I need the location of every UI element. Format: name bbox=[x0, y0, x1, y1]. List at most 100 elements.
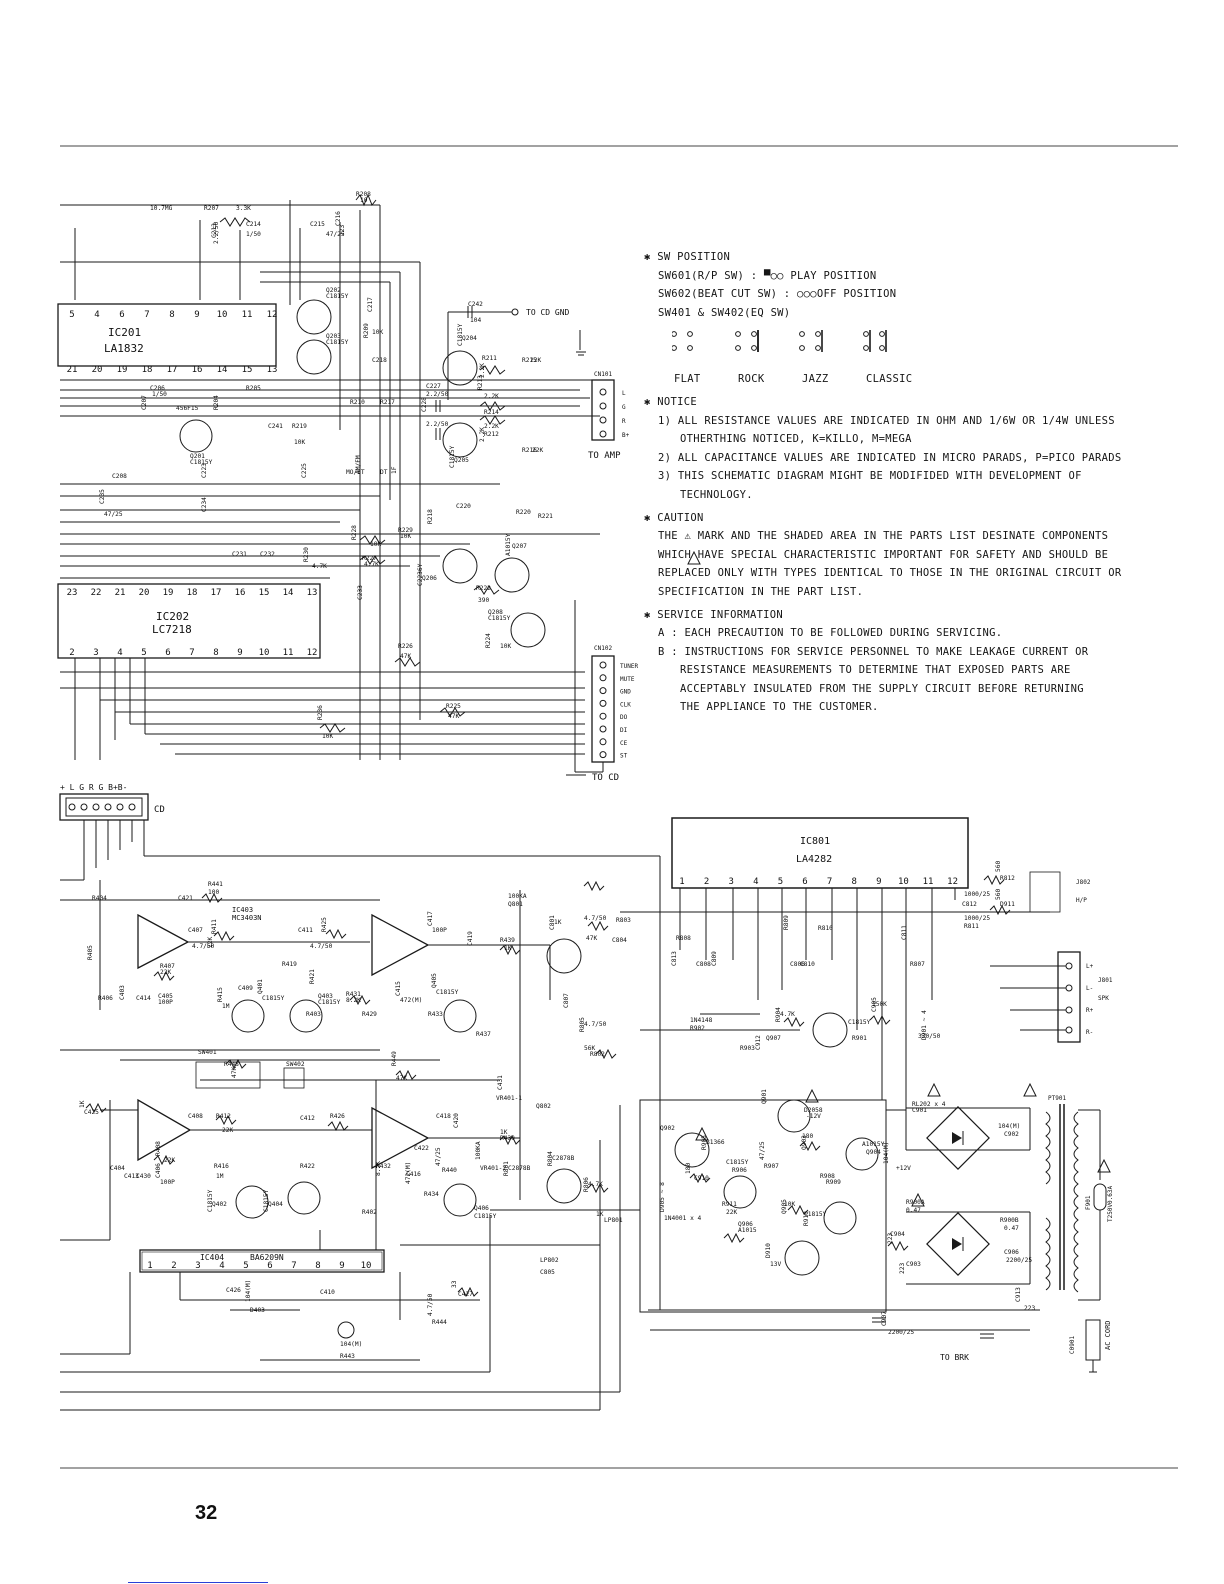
component-label: R910 bbox=[803, 1211, 810, 1226]
component-label: C2878B bbox=[552, 1155, 575, 1162]
footer-link-underline[interactable] bbox=[128, 1582, 268, 1583]
ic404-pin: 9 bbox=[339, 1261, 344, 1271]
component-label: C420 bbox=[453, 1113, 460, 1128]
component-label: C235 bbox=[99, 489, 106, 504]
ic202-pin: 14 bbox=[283, 588, 294, 598]
component-label: C217 bbox=[367, 297, 374, 312]
component-label: 22K bbox=[532, 447, 543, 454]
component-label: 47K bbox=[448, 713, 459, 720]
component-label: C215 bbox=[310, 221, 325, 228]
component-label: R222 bbox=[476, 585, 491, 592]
component-label: R419 bbox=[282, 961, 297, 968]
component-label: 10K bbox=[372, 329, 383, 336]
component-label: 180 bbox=[685, 1163, 692, 1174]
ic201-pin: 21 bbox=[67, 365, 78, 375]
component-label: R226 bbox=[398, 643, 413, 650]
component-label: Q206 bbox=[422, 575, 437, 582]
component-label: MO/ST bbox=[346, 469, 365, 476]
j801-pin-label: L+ bbox=[1086, 963, 1094, 970]
component-label: 4.7/50 bbox=[192, 943, 215, 950]
component-label: R440 bbox=[442, 1167, 457, 1174]
component-label: 10K bbox=[500, 643, 511, 650]
q207-symbol bbox=[494, 557, 530, 593]
component-label: R209 bbox=[363, 323, 370, 338]
eq-switch-contact bbox=[863, 331, 869, 338]
component-label: 10K bbox=[370, 541, 381, 548]
component-label: R218 bbox=[427, 509, 434, 524]
component-label: 560 bbox=[995, 861, 1002, 872]
component-label: RL202 x 4 bbox=[912, 1101, 946, 1108]
component-label: DT bbox=[380, 469, 388, 476]
component-label: C405 bbox=[158, 993, 173, 1000]
ic201-pin: 9 bbox=[194, 310, 199, 320]
transformer-pt901 bbox=[1045, 1104, 1079, 1293]
to-brk: TO BRK bbox=[940, 1353, 969, 1362]
component-label: 100 bbox=[208, 889, 219, 896]
component-label: 22K bbox=[207, 937, 214, 948]
component-label: C1815Y bbox=[190, 459, 213, 466]
cn101-dest: TO AMP bbox=[588, 451, 621, 461]
eq-switch-contact bbox=[687, 345, 693, 352]
ic202-pin: 4 bbox=[117, 648, 122, 658]
cn102-pin-label: TUNER bbox=[620, 663, 638, 670]
component-label: R405 bbox=[87, 945, 94, 960]
q204-symbol bbox=[442, 350, 478, 386]
component-label: C1815Y bbox=[726, 1159, 749, 1166]
component-label: 1N4001 x 4 bbox=[664, 1215, 702, 1222]
component-label: C421 bbox=[178, 895, 193, 902]
component-label: 456F15 bbox=[176, 405, 199, 412]
j802-symbol bbox=[1029, 871, 1061, 913]
component-label: C418 bbox=[436, 1113, 451, 1120]
component-label: 330/50 bbox=[918, 1033, 941, 1040]
component-label: R802 bbox=[590, 1051, 605, 1058]
eq-switch-diagrams bbox=[644, 322, 1184, 370]
component-label: 4.7K bbox=[312, 563, 327, 570]
service-b1: B : INSTRUCTIONS FOR SERVICE PERSONNEL T… bbox=[658, 645, 1089, 658]
component-label: R909 bbox=[826, 1179, 841, 1186]
component-label: R210 bbox=[350, 399, 365, 406]
component-label: A1015Y bbox=[505, 533, 512, 556]
notice-1a: 1) ALL RESISTANCE VALUES ARE INDICATED I… bbox=[658, 414, 1115, 427]
component-label: C913 bbox=[1015, 1287, 1022, 1302]
component-label: 100P bbox=[160, 1179, 175, 1186]
component-label: C414 bbox=[136, 995, 151, 1002]
component-label: C2878B bbox=[508, 1165, 531, 1172]
notice-3a: 3) THIS SCHEMATIC DIAGRAM MIGHT BE MODIF… bbox=[658, 470, 1082, 483]
component-label: R411 bbox=[211, 919, 218, 934]
component-label: R812 bbox=[1000, 875, 1015, 882]
component-label: R425 bbox=[321, 917, 328, 932]
component-label: R900B bbox=[1000, 1217, 1019, 1224]
ic201-pin: 16 bbox=[192, 365, 203, 375]
component-label: C1815Y bbox=[474, 1213, 497, 1220]
component-label: 223 bbox=[887, 1233, 894, 1244]
component-label: 104(M) bbox=[998, 1123, 1020, 1130]
component-label: C407 bbox=[188, 927, 203, 934]
component-label: AM/FM bbox=[355, 455, 362, 474]
component-label: R439 bbox=[500, 937, 515, 944]
component-label: D403 bbox=[250, 1307, 265, 1314]
ic201-pin: 14 bbox=[217, 365, 228, 375]
component-label: 2.2/50 bbox=[426, 421, 449, 428]
component-label: C419 bbox=[467, 931, 474, 946]
component-label: R407 bbox=[160, 963, 175, 970]
component-label: 22K bbox=[530, 357, 541, 364]
component-label: C403 bbox=[119, 985, 126, 1000]
component-label: R403 bbox=[306, 1011, 321, 1018]
component-label: Q901 bbox=[761, 1089, 768, 1104]
cn102-pin-label: DI bbox=[620, 727, 628, 734]
component-label: 10K bbox=[294, 439, 305, 446]
component-label: C912 bbox=[755, 1035, 762, 1050]
ic202-pin: 3 bbox=[93, 648, 98, 658]
component-label: Q203 bbox=[326, 333, 341, 340]
component-label: 10K bbox=[400, 533, 411, 540]
notice-2: 2) ALL CAPACITANCE VALUES ARE INDICATED … bbox=[658, 451, 1122, 464]
ic404-pin: 2 bbox=[171, 1261, 176, 1271]
ic403-ref: IC403 bbox=[232, 906, 253, 914]
bridge-d905 bbox=[926, 1212, 990, 1276]
component-label: C228 bbox=[421, 397, 428, 412]
component-label: VR401-2 bbox=[480, 1165, 506, 1172]
transformer-ref: PT901 bbox=[1048, 1095, 1066, 1102]
component-label: 47/25 bbox=[104, 511, 123, 518]
component-label: R801 bbox=[503, 1161, 510, 1176]
component-label: C227 bbox=[426, 383, 441, 390]
